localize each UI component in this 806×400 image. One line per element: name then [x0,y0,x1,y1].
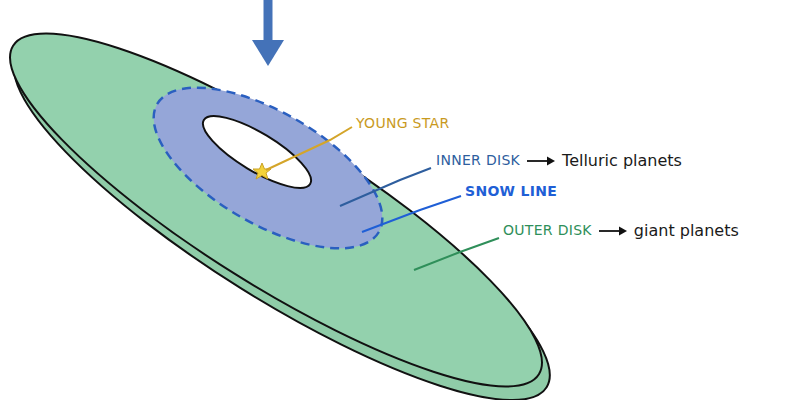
label-row: OUTER DISK giant planets [503,222,739,240]
star-symbol [253,163,271,179]
star-label: YOUNG STAR [356,116,449,131]
leader-line [414,238,499,270]
central-cavity [194,104,320,200]
outer-disk [0,0,579,400]
planet-label: Telluric planets [562,152,682,170]
region-label: OUTER DISK [503,223,592,238]
leader-line [266,127,352,170]
arrow-symbol [526,155,556,167]
region-label: INNER DISK [436,153,520,168]
leader-line [340,168,431,206]
incoming-arrow [264,0,273,42]
leader-line [362,196,461,232]
planet-label: giant planets [634,222,739,240]
incoming-arrow-head [252,40,284,66]
inner-disk [129,56,407,281]
label-row: INNER DISK Telluric planets [436,152,682,170]
arrow-symbol [598,225,628,237]
boundary-label: SNOW LINE [465,184,557,199]
